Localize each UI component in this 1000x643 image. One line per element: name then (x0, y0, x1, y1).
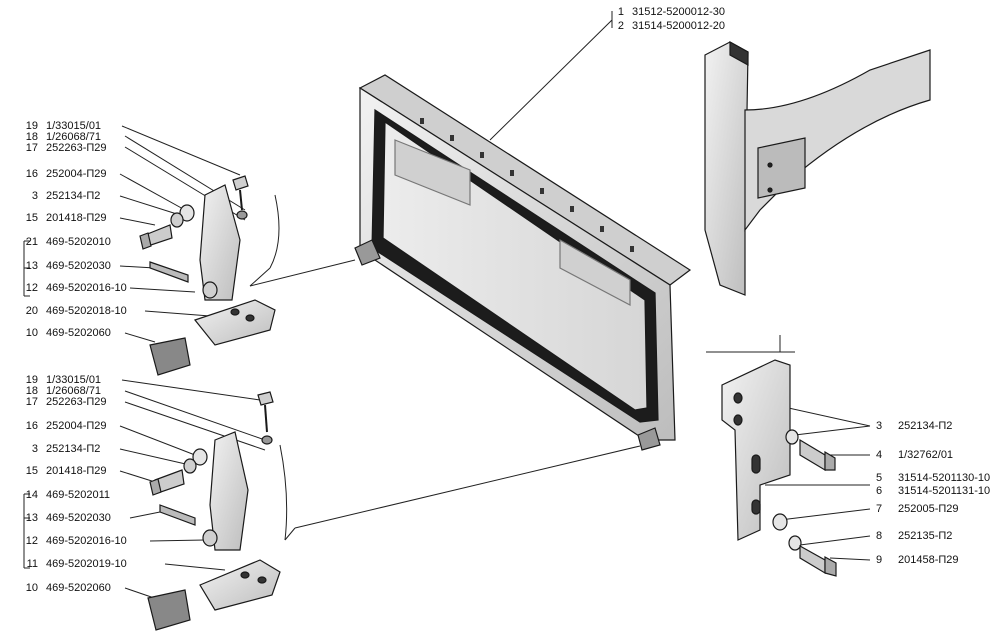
hinge-assembly-lower (147, 391, 281, 631)
a-pillar (704, 40, 931, 296)
windshield-frame (354, 74, 692, 451)
hinge-assembly-upper (139, 175, 276, 376)
hinge-bracket-right (721, 359, 837, 577)
